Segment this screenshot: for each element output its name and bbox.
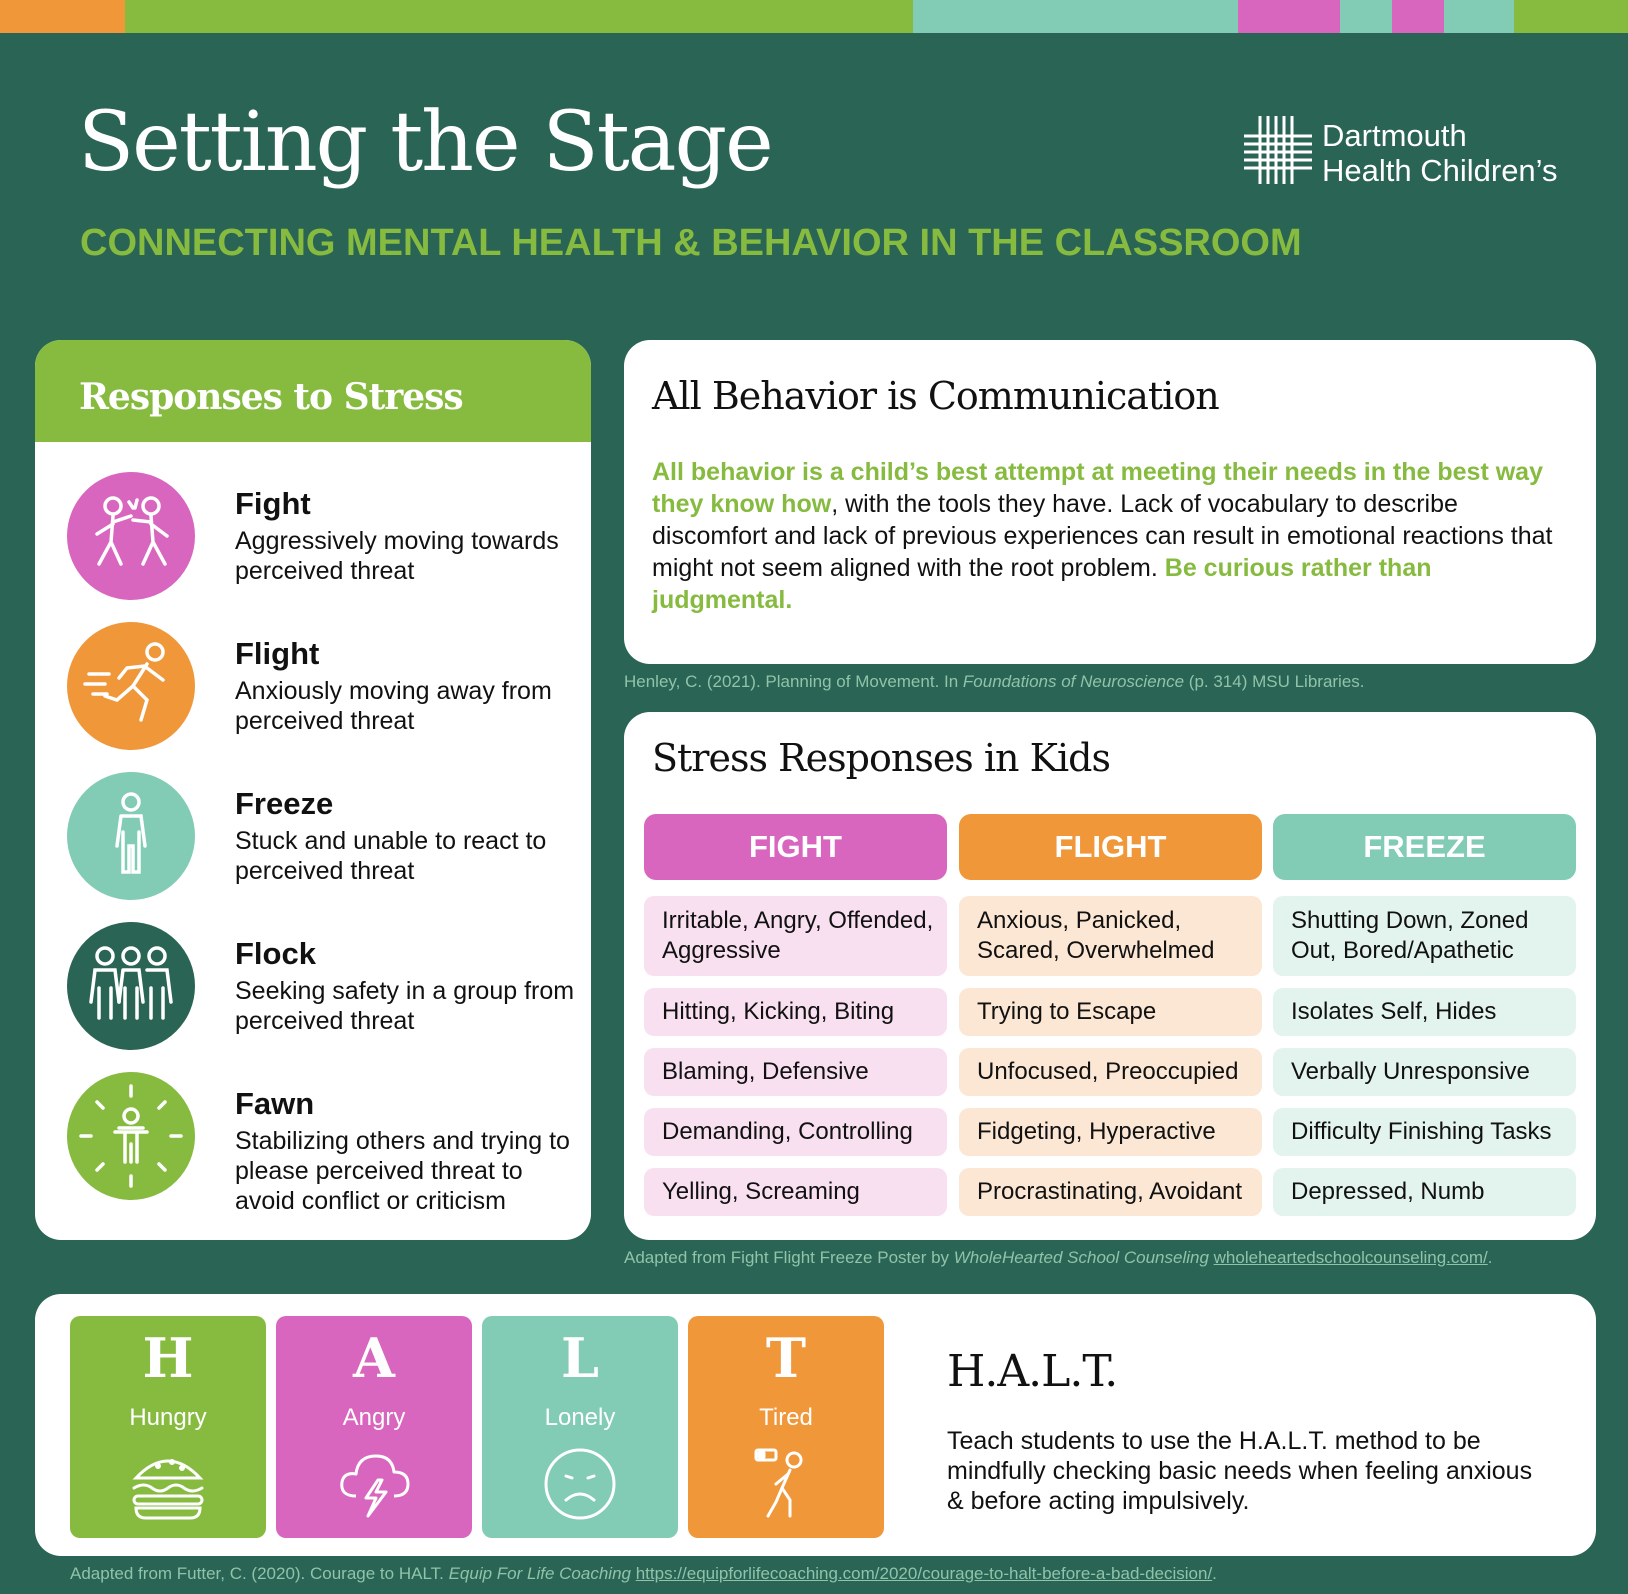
- citation-text: Adapted from Fight Flight Freeze Poster …: [624, 1248, 954, 1267]
- behavior-highlight-1: All behavior is a child’s best attempt a…: [652, 458, 1543, 518]
- citation-text: Adapted from Futter, C. (2020). Courage …: [70, 1564, 449, 1583]
- response-fawn: Fawn Stabilizing others and trying to pl…: [67, 1072, 577, 1215]
- halt-body: Teach students to use the H.A.L.T. metho…: [947, 1427, 1533, 1515]
- freeze-cell: Difficulty Finishing Tasks: [1273, 1108, 1576, 1156]
- halt-tile-angry: A Angry: [276, 1316, 472, 1538]
- citation-link[interactable]: wholeheartedschoolcounseling.com/: [1213, 1248, 1488, 1267]
- freeze-cell: Verbally Unresponsive: [1273, 1048, 1576, 1096]
- column-header-flight: FLIGHT: [959, 814, 1262, 880]
- halt-heading: H.A.L.T.: [947, 1346, 1118, 1397]
- fight-cell: Demanding, Controlling: [644, 1108, 947, 1156]
- response-description: Stuck and unable to react to perceived t…: [235, 827, 547, 885]
- tile-word: Tired: [759, 1404, 813, 1431]
- dartmouth-logo: Dartmouth Health Children’s: [1242, 114, 1582, 194]
- flight-cell: Fidgeting, Hyperactive: [959, 1108, 1262, 1156]
- citation-source: Foundations of Neuroscience: [962, 672, 1185, 691]
- logo-text: Dartmouth Health Children’s: [1322, 118, 1558, 188]
- standing-person-icon: [67, 772, 195, 900]
- citation-text: Henley, C. (2021). Planning of Movement.…: [624, 672, 963, 691]
- responses-heading: Responses to Stress: [35, 340, 591, 442]
- response-freeze: Freeze Stuck and unable to react to perc…: [67, 772, 577, 902]
- freeze-cell: Shutting Down, Zoned Out, Bored/Apatheti…: [1273, 896, 1576, 976]
- stress-kids-citation: Adapted from Fight Flight Freeze Poster …: [624, 1248, 1492, 1268]
- flight-cell: Unfocused, Preoccupied: [959, 1048, 1262, 1096]
- flight-cell: Procrastinating, Avoidant: [959, 1168, 1262, 1216]
- tired-person-icon: [754, 1448, 803, 1518]
- tile-word: Angry: [342, 1404, 406, 1431]
- behavior-citation: Henley, C. (2021). Planning of Movement.…: [624, 672, 1365, 692]
- sad-face-icon: [544, 1448, 616, 1520]
- burger-icon: [132, 1459, 204, 1520]
- stress-kids-heading: Stress Responses in Kids: [652, 736, 1111, 780]
- logo-mark-icon: [1244, 116, 1312, 184]
- response-fight: Fight Aggressively moving towards percei…: [67, 472, 577, 602]
- logo-line-1: Dartmouth: [1322, 118, 1467, 153]
- citation-source: Equip For Life Coaching: [448, 1564, 631, 1583]
- group-of-people-icon: [67, 922, 195, 1050]
- logo-line-2: Health Children’s: [1322, 153, 1558, 188]
- citation-text-end: .: [1487, 1248, 1493, 1267]
- response-name: Freeze: [235, 786, 334, 821]
- tile-letter: L: [561, 1326, 599, 1390]
- column-header-fight: FIGHT: [644, 814, 947, 880]
- freeze-cell: Depressed, Numb: [1273, 1168, 1576, 1216]
- freeze-cell: Isolates Self, Hides: [1273, 988, 1576, 1036]
- running-person-icon: [67, 622, 195, 750]
- behavior-communication-card: All Behavior is Communication All behavi…: [624, 340, 1596, 664]
- fight-cell: Blaming, Defensive: [644, 1048, 947, 1096]
- halt-tile-lonely: L Lonely: [482, 1316, 678, 1538]
- storm-cloud-icon: [340, 1454, 410, 1518]
- behavior-body: All behavior is a child’s best attempt a…: [652, 456, 1568, 616]
- fighting-people-icon: [67, 472, 195, 600]
- response-name: Fawn: [235, 1086, 315, 1121]
- fight-cell: Hitting, Kicking, Biting: [644, 988, 947, 1036]
- flight-cell: Trying to Escape: [959, 988, 1262, 1036]
- halt-tile-hungry: H Hungry: [70, 1316, 266, 1538]
- response-description: Stabilizing others and trying to please …: [235, 1127, 570, 1215]
- halt-citation: Adapted from Futter, C. (2020). Courage …: [70, 1564, 1217, 1584]
- response-name: Fight: [235, 486, 311, 521]
- page-subtitle: CONNECTING MENTAL HEALTH & BEHAVIOR IN T…: [80, 222, 1302, 264]
- halt-tile-tired: T Tired: [688, 1316, 884, 1538]
- response-description: Seeking safety in a group from perceived…: [235, 977, 575, 1035]
- tile-letter: T: [765, 1326, 807, 1390]
- tile-word: Hungry: [129, 1404, 207, 1431]
- behavior-highlight-2: Be curious rather than judgmental.: [652, 554, 1432, 614]
- response-flock: Flock Seeking safety in a group from per…: [67, 922, 577, 1052]
- citation-source: WholeHearted School Counseling: [953, 1248, 1209, 1267]
- fight-cell: Irritable, Angry, Offended, Aggressive: [644, 896, 947, 976]
- person-radiating-icon: [67, 1072, 195, 1200]
- response-name: Flock: [235, 936, 316, 971]
- tile-letter: A: [353, 1326, 395, 1390]
- behavior-heading: All Behavior is Communication: [652, 374, 1220, 418]
- citation-text-end: (p. 314) MSU Libraries.: [1184, 672, 1365, 691]
- response-name: Flight: [235, 636, 320, 671]
- top-color-bar: [0, 0, 1628, 33]
- response-description: Anxiously moving away from perceived thr…: [235, 677, 552, 735]
- flight-cell: Anxious, Panicked, Scared, Overwhelmed: [959, 896, 1262, 976]
- citation-link[interactable]: https://equipforlifecoaching.com/2020/co…: [635, 1564, 1213, 1583]
- citation-text-end: .: [1212, 1564, 1217, 1583]
- tile-word: Lonely: [544, 1404, 616, 1431]
- column-header-freeze: FREEZE: [1273, 814, 1576, 880]
- response-flight: Flight Anxiously moving away from percei…: [67, 622, 577, 752]
- tile-letter: H: [142, 1326, 194, 1390]
- response-description: Aggressively moving towards perceived th…: [235, 527, 559, 585]
- stress-responses-kids-card: Stress Responses in Kids FIGHT FLIGHT FR…: [624, 712, 1596, 1240]
- halt-card: H Hungry A Angry L Lonely T Tired H.A.L.…: [35, 1294, 1596, 1556]
- behavior-body-text: , with the tools they have. Lack of voca…: [652, 490, 1553, 582]
- fight-cell: Yelling, Screaming: [644, 1168, 947, 1216]
- page-title: Setting the Stage: [78, 95, 774, 190]
- responses-to-stress-card: Responses to Stress Fight Aggressively m…: [35, 340, 591, 1240]
